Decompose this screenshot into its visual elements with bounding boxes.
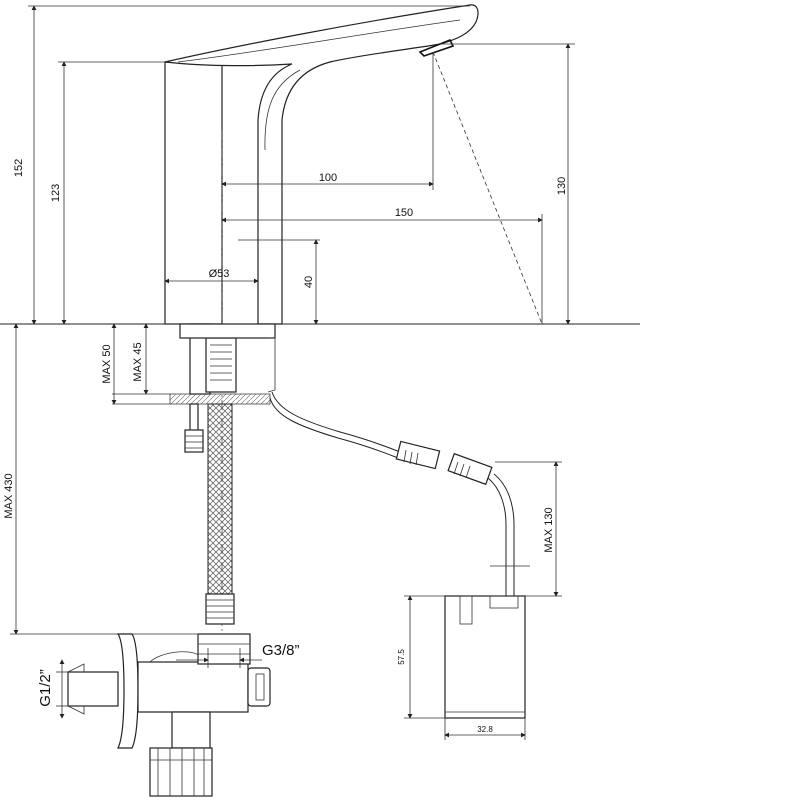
dimension-diameter: Ø53	[164, 268, 259, 284]
battery-cable	[447, 452, 530, 598]
dim-152-label: 152	[13, 159, 25, 177]
dim-150-label: 150	[395, 207, 413, 219]
dim-130-label: 130	[556, 177, 568, 195]
angle-valve	[67, 633, 271, 797]
dimension-130: 130	[440, 43, 575, 325]
dimension-152: 152	[13, 5, 470, 325]
dim-max430-label: MAX 430	[3, 473, 15, 518]
dim-max50-label: MAX 50	[101, 344, 113, 383]
dimension-57-5: 57.5	[397, 595, 445, 719]
sensor-beam	[432, 51, 543, 325]
dim-123-label: 123	[50, 184, 62, 202]
dimension-max50: MAX 50	[101, 323, 117, 405]
dimension-max130: MAX 130	[495, 461, 562, 597]
dim-100-label: 100	[319, 172, 337, 184]
dimension-g12: G1/2”	[37, 659, 68, 719]
dimension-g38: G3/8”	[176, 642, 300, 668]
fixing-stud	[184, 403, 204, 453]
dim-g38-label: G3/8”	[262, 642, 300, 659]
sensor-cable	[269, 391, 441, 470]
dimension-32-8: 32.8	[444, 718, 526, 740]
dimension-max430: MAX 430	[3, 323, 206, 635]
dim-g12-label: G1/2”	[37, 669, 54, 707]
battery-box	[444, 595, 526, 719]
dimension-max45: MAX 45	[132, 323, 149, 395]
dim-d53-label: Ø53	[209, 268, 230, 280]
threaded-shank	[179, 323, 276, 395]
braided-hose	[205, 403, 235, 625]
counter-slab	[169, 393, 271, 405]
dimension-150: 150	[221, 207, 543, 324]
dim-40-label: 40	[303, 276, 315, 288]
dim-max45-label: MAX 45	[132, 342, 144, 381]
dim-57-5-label: 57.5	[397, 649, 406, 665]
dimension-40: 40	[238, 239, 320, 325]
dimension-123: 123	[50, 61, 165, 325]
dimension-100: 100	[221, 52, 434, 190]
dim-max130-label: MAX 130	[543, 507, 555, 552]
dim-32-8-label: 32.8	[477, 725, 493, 734]
